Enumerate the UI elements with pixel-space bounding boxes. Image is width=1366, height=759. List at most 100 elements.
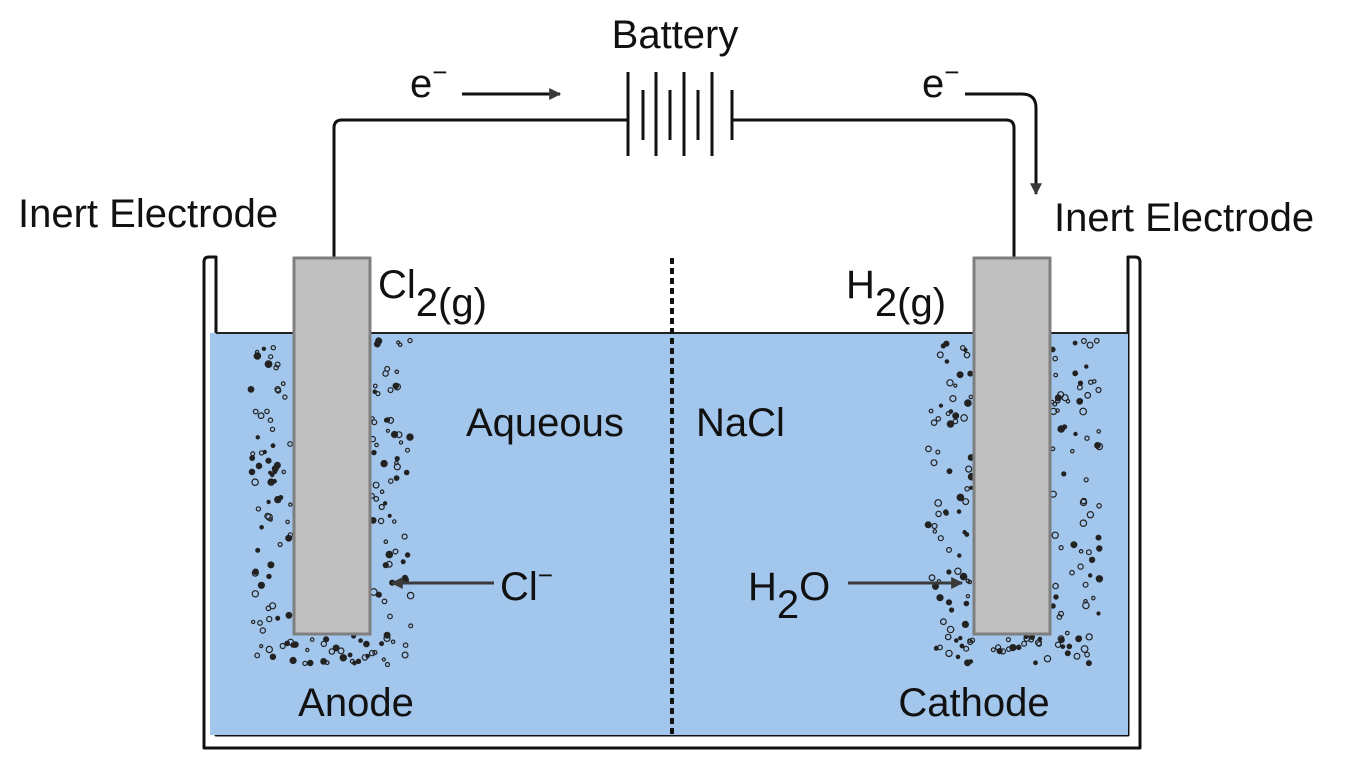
gas-bubble [1064, 650, 1071, 657]
gas-bubble [402, 642, 409, 649]
gas-bubble [358, 638, 363, 643]
gas-bubble [945, 546, 952, 553]
gas-bubble [268, 517, 273, 522]
gas-bubble [255, 462, 263, 470]
gas-bubble [279, 642, 286, 650]
gas-bubble [964, 532, 970, 537]
gas-bubble [255, 547, 261, 553]
gas-bubble [400, 559, 406, 565]
gas-bubble [280, 381, 286, 387]
gas-bubble [1005, 636, 1012, 643]
gas-bubble [1095, 442, 1104, 451]
cl2-gas-label: Cl2(g) [378, 263, 487, 325]
gas-bubble [387, 613, 393, 620]
gas-bubble [959, 643, 965, 649]
gas-bubble [401, 651, 409, 659]
gas-bubble [1077, 563, 1084, 570]
gas-bubble [355, 658, 362, 665]
gas-bubble [1070, 448, 1075, 454]
gas-bubble [264, 512, 271, 520]
nacl-label: NaCl [696, 401, 785, 445]
gas-bubble [381, 598, 388, 605]
gas-bubble [931, 522, 938, 530]
gas-bubble [393, 383, 401, 391]
gas-bubble [337, 647, 345, 655]
battery-symbol [626, 72, 734, 156]
gas-bubble [1087, 379, 1094, 385]
gas-bubble [269, 602, 277, 610]
gas-bubble [270, 443, 276, 449]
gas-bubble [930, 419, 938, 427]
gas-bubble [956, 371, 964, 379]
gas-bubble [361, 654, 369, 661]
gas-bubble [277, 541, 283, 548]
gas-bubble [945, 411, 951, 417]
gas-bubble [267, 417, 274, 424]
gas-bubble [403, 469, 410, 476]
gas-bubble [1087, 573, 1093, 578]
gas-bubble [1072, 340, 1078, 346]
gas-bubble [1095, 386, 1102, 394]
h2-gas-label: H2(g) [846, 263, 946, 325]
gas-bubble [265, 645, 273, 654]
gas-bubble [969, 485, 974, 490]
gas-bubble [965, 465, 973, 473]
gas-bubble [946, 420, 955, 428]
gas-bubble [406, 433, 414, 441]
inert-electrode-label-right: Inert Electrode [1054, 196, 1314, 240]
gas-bubble [259, 627, 266, 634]
gas-bubble [1082, 581, 1089, 588]
gas-bubble [384, 661, 391, 668]
gas-bubble [937, 535, 944, 542]
gas-bubble [965, 578, 971, 584]
gas-bubble [267, 478, 275, 486]
gas-bubble [1096, 502, 1102, 509]
gas-bubble [372, 383, 378, 389]
gas-bubble [945, 649, 953, 658]
gas-bubble [1084, 364, 1089, 369]
gas-bubble [967, 639, 974, 646]
gas-bubble [305, 647, 310, 653]
gas-bubble [1085, 633, 1093, 641]
gas-bubble [1053, 372, 1059, 378]
gas-bubble [1034, 639, 1042, 647]
gas-bubble [251, 478, 259, 487]
gas-bubble [1064, 630, 1070, 636]
gas-bubble [1005, 646, 1012, 652]
gas-bubble [949, 395, 957, 403]
gas-bubble [943, 340, 950, 347]
gas-bubble [251, 590, 259, 598]
gas-bubble [404, 552, 411, 558]
gas-bubble [323, 636, 330, 643]
aqueous-label: Aqueous [466, 401, 624, 445]
gas-bubble [1082, 601, 1090, 610]
gas-bubble [1084, 391, 1092, 399]
gas-bubble [250, 619, 256, 625]
gas-bubble [254, 652, 261, 659]
gas-bubble [247, 386, 255, 393]
gas-bubble [964, 659, 971, 667]
gas-bubble [393, 475, 400, 482]
gas-bubble [928, 408, 934, 414]
gas-bubble [266, 615, 273, 623]
gas-bubble [936, 594, 944, 602]
gas-bubble [952, 412, 960, 420]
gas-bubble [288, 502, 293, 507]
gas-bubble [385, 550, 394, 559]
gas-bubble [267, 561, 275, 569]
gas-bubble [265, 513, 273, 521]
gas-bubble [339, 654, 347, 662]
gas-bubble [258, 450, 265, 456]
gas-bubble [965, 594, 971, 599]
gas-bubble [253, 352, 262, 360]
gas-bubble [387, 387, 394, 394]
electron-arrow-right [965, 92, 1042, 196]
gas-bubble [933, 645, 939, 651]
gas-bubble [352, 660, 357, 666]
gas-bubble [1085, 660, 1092, 667]
gas-bubble [961, 620, 970, 629]
gas-bubble [1043, 655, 1052, 663]
gas-bubble [960, 414, 968, 422]
gas-bubble [266, 499, 271, 505]
gas-bubble [1076, 384, 1083, 391]
